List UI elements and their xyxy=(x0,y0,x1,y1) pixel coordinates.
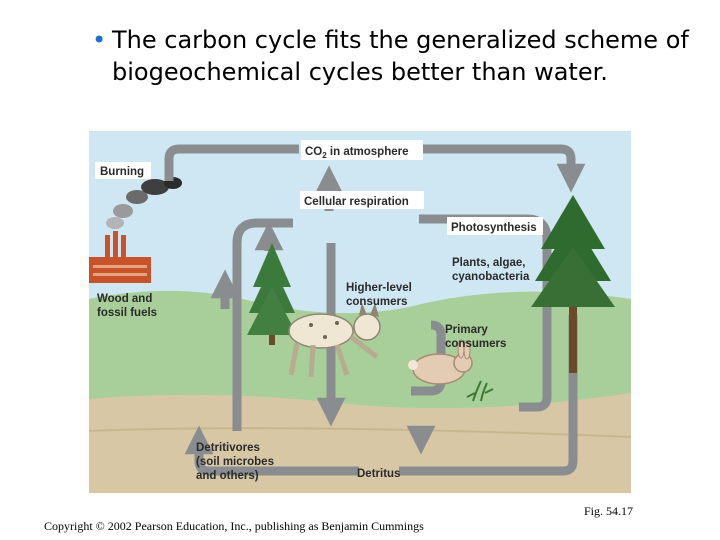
detritus-to-detritivores-arrow xyxy=(184,425,359,476)
atmosphere-to-plants-arrow xyxy=(421,144,586,193)
plants-label-line1: Plants, algae, xyxy=(452,257,526,269)
wood-label-line1: Wood and xyxy=(97,293,152,305)
burning-arrow xyxy=(164,144,299,181)
wood-label-line2: fossil fuels xyxy=(97,307,157,319)
bullet-marker: • xyxy=(92,26,107,54)
detritivores-label-line2: (soil microbes xyxy=(196,456,274,468)
cellular-respiration-label: Cellular respiration xyxy=(300,191,424,209)
lynx-icon xyxy=(288,303,381,378)
tree-icon xyxy=(531,195,615,373)
copyright-notice: Copyright © 2002 Pearson Education, Inc.… xyxy=(44,519,424,533)
detritivores-label-line3: and others) xyxy=(196,470,259,482)
figure-caption: Fig. 54.17 xyxy=(583,504,633,518)
higher-consumers-label-line2: consumers xyxy=(346,296,407,308)
soil-layer-lines xyxy=(89,427,631,438)
primary-consumers-label-line1: Primary xyxy=(445,324,488,336)
burning-text: Burning xyxy=(100,166,144,178)
co2-prefix: CO xyxy=(305,146,322,158)
co2-suffix: in atmosphere xyxy=(327,146,409,158)
plants-label-line2: cyanobacteria xyxy=(452,271,530,283)
factory-icon xyxy=(89,231,151,283)
bullet-point: • The carbon cycle fits the generalized … xyxy=(92,24,692,88)
svg-text:CO2 in atmosphere: CO2 in atmosphere xyxy=(305,146,409,160)
co2-subscript: 2 xyxy=(322,151,327,160)
burning-label: Burning xyxy=(95,162,151,179)
carbon-cycle-diagram: CO2 in atmosphere Burning Cellular respi… xyxy=(89,131,631,493)
small-plant-icon xyxy=(466,380,494,402)
photosynthesis-text: Photosynthesis xyxy=(451,222,537,234)
higher-consumers-label-line1: Higher-level xyxy=(346,282,412,294)
primary-consumers-label-line2: consumers xyxy=(445,338,506,350)
detritus-label: Detritus xyxy=(357,468,400,480)
bullet-text: The carbon cycle fits the generalized sc… xyxy=(112,26,689,86)
photosynthesis-label: Photosynthesis xyxy=(447,217,543,235)
cellular-respiration-text: Cellular respiration xyxy=(304,196,409,208)
detritivores-label-line1: Detritivores xyxy=(196,442,260,454)
small-conifer-icon xyxy=(247,243,297,345)
plants-to-detritus-arrow xyxy=(399,315,578,476)
co2-atmosphere-label: CO2 in atmosphere xyxy=(301,140,423,160)
rabbit-icon xyxy=(408,339,473,385)
smoke-icon xyxy=(106,177,182,229)
